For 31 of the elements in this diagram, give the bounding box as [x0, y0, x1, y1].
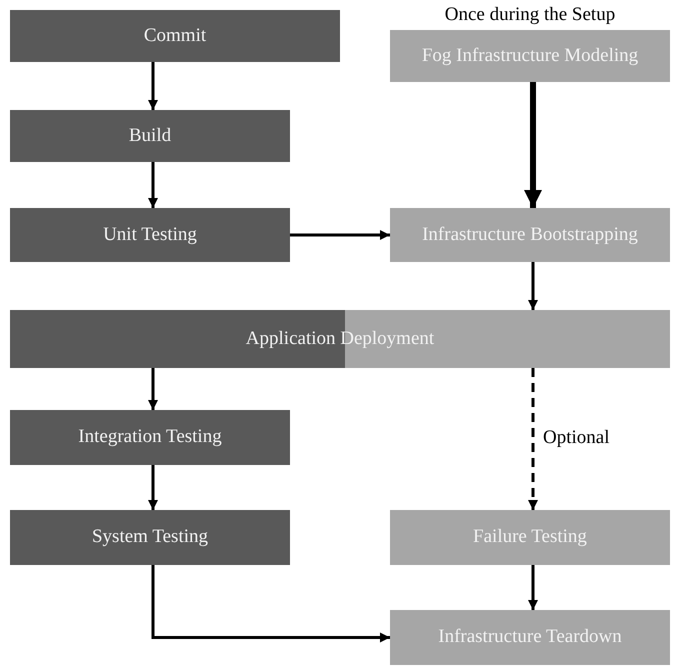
process-box: [10, 208, 290, 262]
arrow: [148, 368, 158, 410]
arrow: [152, 565, 390, 642]
process-box: [10, 110, 290, 162]
step-label: Infrastructure Teardown: [438, 626, 622, 649]
arrow: [148, 162, 158, 208]
step-label: Fog Infrastructure Modeling: [422, 44, 638, 68]
process-box: [10, 310, 670, 368]
arrow: [148, 465, 158, 510]
process-box: [390, 610, 670, 665]
arrow: [528, 262, 538, 310]
step-label: Infrastructure Bootstrapping: [422, 224, 638, 246]
arrow: [524, 82, 542, 208]
step-label: Failure Testing: [473, 526, 587, 549]
process-box: [10, 10, 340, 62]
step-label: Unit Testing: [103, 224, 197, 246]
step-label: System Testing: [92, 526, 208, 549]
arrow: [290, 230, 390, 240]
step-label: Integration Testing: [78, 426, 222, 449]
step-label: Build: [128, 124, 172, 148]
process-box: [390, 510, 670, 565]
dashed-arrow: [528, 368, 538, 510]
process-box: [390, 208, 670, 262]
arrow: [148, 62, 158, 110]
process-box: [10, 510, 290, 565]
setup-box: [390, 30, 670, 82]
step-label: Commit: [144, 24, 206, 48]
edge-label: Optional: [541, 427, 612, 449]
arrow: [528, 565, 538, 610]
process-box: [10, 410, 290, 465]
note-text: Once during the Setup: [444, 4, 616, 26]
